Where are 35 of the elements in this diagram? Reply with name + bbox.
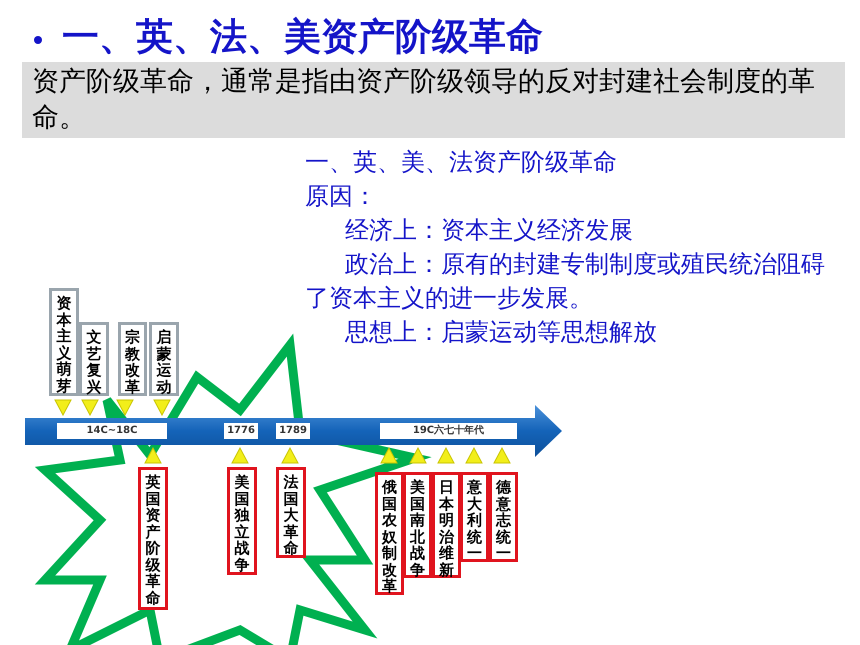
event-text: 启蒙运动 <box>156 329 172 393</box>
revolution-card <box>276 467 306 558</box>
event-text: 资本主义萌芽 <box>56 295 72 393</box>
event-text: 日本明治维新 <box>439 479 454 575</box>
title: 一、英、法、美资产阶级革命 <box>62 14 543 60</box>
event-text: 德意志统一 <box>496 479 511 559</box>
body-text: 思想上：启蒙运动等思想解放 <box>344 317 658 348</box>
event-text: 俄国农奴制改革 <box>382 479 397 592</box>
revolution-card <box>375 472 404 595</box>
date-label: 19C六七十年代 <box>380 423 517 439</box>
body-text: 政治上：原有的封建专制制度或殖民统治阻碍了资本主义的进一步发展。 <box>305 249 826 314</box>
event-text: 宗教改革 <box>125 329 140 393</box>
date-label: 1776 <box>224 423 258 439</box>
event-text: 法国大革命 <box>284 474 298 555</box>
event-card <box>118 322 147 396</box>
date-label: 14C~18C <box>57 423 167 439</box>
event-text: 文艺复兴 <box>86 329 102 393</box>
revolution-card <box>138 467 168 610</box>
date-label: 1789 <box>276 423 310 439</box>
event-card <box>49 288 79 396</box>
revolution-card <box>460 472 489 562</box>
event-text: 美国独立战争 <box>234 474 250 572</box>
revolution-card <box>227 467 257 575</box>
body-text: 经济上：资本主义经济发展 <box>344 215 634 246</box>
event-text: 英国资产阶级革命 <box>146 474 160 607</box>
definition-text: 资产阶级革命，通常是指由资产阶级领导的反对封建社会制度的革命。 <box>22 62 845 138</box>
body-text: 原因： <box>305 181 378 212</box>
revolution-card <box>432 472 461 578</box>
event-text: 美国南北战争 <box>410 479 425 575</box>
revolution-card <box>489 472 518 562</box>
heading-text: 一、英、美、法资产阶级革命 <box>305 147 618 178</box>
event-text: 意大利统一 <box>467 479 482 559</box>
event-card <box>79 322 109 396</box>
revolution-card <box>403 472 432 578</box>
event-card <box>149 322 179 396</box>
